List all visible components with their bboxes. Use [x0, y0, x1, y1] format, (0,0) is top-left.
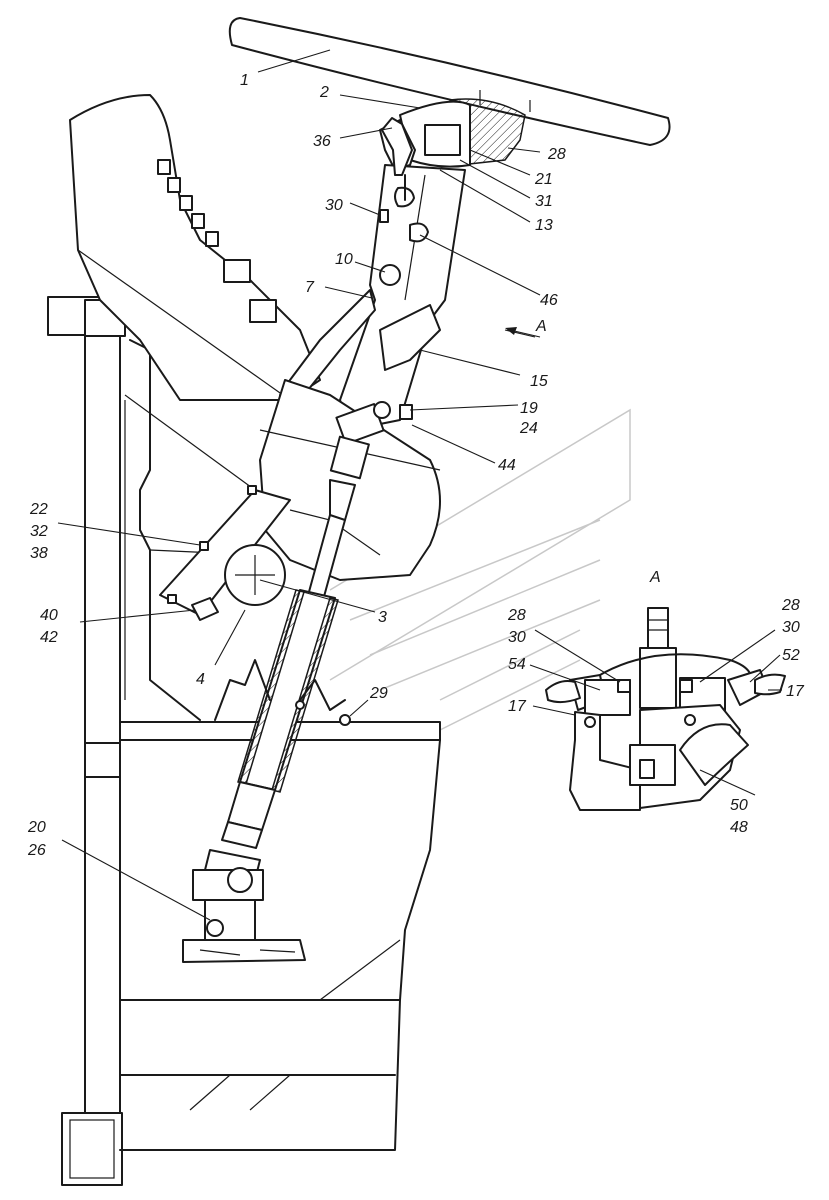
- label-20: 20: [27, 819, 46, 836]
- label-42: 42: [40, 629, 58, 646]
- background-guide-lines: [329, 408, 631, 731]
- label-32: 32: [30, 523, 48, 540]
- view-a-label-17-right: 17: [786, 683, 805, 700]
- view-a-detail: [545, 607, 786, 811]
- label-21: 21: [534, 171, 553, 188]
- label-29: 29: [369, 685, 388, 702]
- label-28: 28: [547, 146, 566, 163]
- view-direction-arrow: [505, 327, 541, 338]
- view-a-label-28-left: 28: [507, 607, 526, 624]
- tilt-lever: [381, 117, 413, 201]
- view-a-label-50: 50: [730, 797, 748, 814]
- leader-lines: [57, 49, 541, 921]
- steering-column-housing: [279, 164, 466, 431]
- label-2: 2: [319, 84, 329, 101]
- label-15: 15: [530, 373, 548, 390]
- view-a-label-30-left: 30: [508, 629, 526, 646]
- view-a-label-17-left: 17: [508, 698, 527, 715]
- lower-cardan-joint: [182, 849, 306, 963]
- label-1: 1: [240, 72, 249, 89]
- label-3: 3: [378, 609, 387, 626]
- label-10: 10: [335, 251, 353, 268]
- view-a-label-28-right: 28: [781, 597, 800, 614]
- view-a-leader-lines: [529, 629, 782, 796]
- view-a-label-48: 48: [730, 819, 748, 836]
- label-24: 24: [519, 420, 538, 437]
- side-plate: [124, 394, 291, 621]
- label-13: 13: [535, 217, 553, 234]
- part-labels: 1 2 36 28 21 31 13 30 10 46 7 A 15 19 24…: [27, 72, 566, 859]
- label-19: 19: [520, 400, 538, 417]
- view-a-label-52: 52: [782, 647, 800, 664]
- label-31: 31: [535, 193, 553, 210]
- view-a-title: A: [649, 569, 661, 586]
- label-4: 4: [196, 671, 205, 688]
- telescopic-tube: [221, 589, 339, 849]
- label-44: 44: [498, 457, 516, 474]
- floor-seal: [214, 659, 351, 726]
- panel-switch-knobs: [157, 159, 277, 323]
- label-7: 7: [305, 279, 315, 296]
- label-36: 36: [313, 133, 331, 150]
- upper-cardan-joint: [329, 401, 413, 480]
- steering-wheel: [228, 17, 671, 146]
- label-38: 38: [30, 545, 48, 562]
- label-46: 46: [540, 292, 558, 309]
- view-a-label-54: 54: [508, 656, 526, 673]
- label-26: 26: [27, 842, 46, 859]
- view-a-label-30-right: 30: [782, 619, 800, 636]
- label-40: 40: [40, 607, 58, 624]
- label-30: 30: [325, 197, 343, 214]
- instrument-panel: [69, 94, 321, 401]
- label-22: 22: [29, 501, 48, 518]
- label-A-arrow: A: [535, 318, 547, 335]
- view-a-labels: A 28 30 54 17 28 30 52 17 50 48: [507, 569, 805, 836]
